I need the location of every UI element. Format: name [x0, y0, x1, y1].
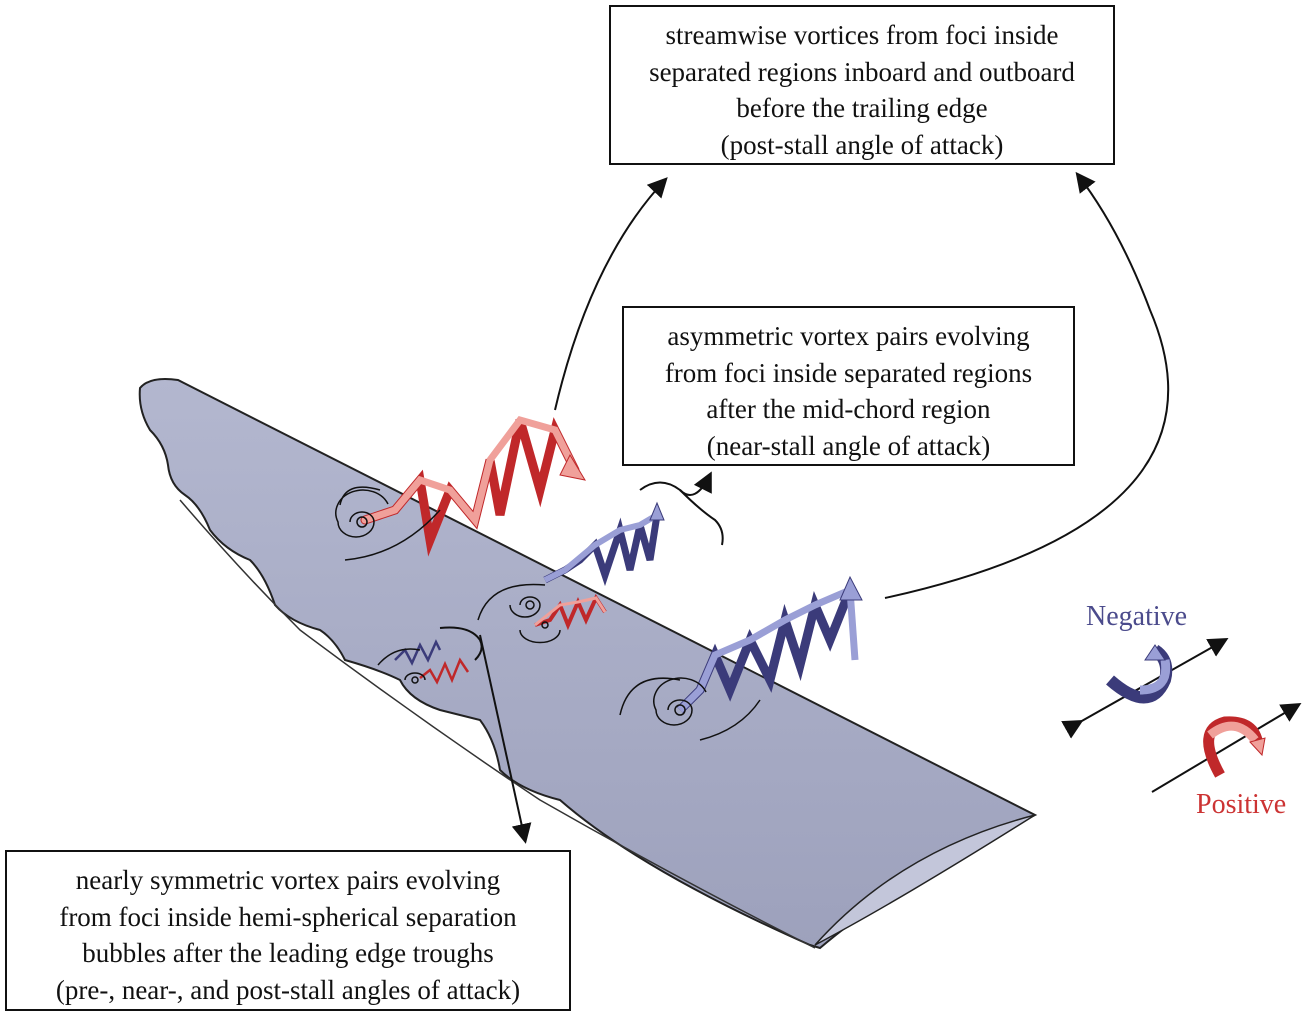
callout-box-leading-edge: nearly symmetric vortex pairs evolving f…: [5, 850, 571, 1011]
callout-line: (post-stall angle of attack): [720, 129, 1004, 160]
callout-line: nearly symmetric vortex pairs evolving: [75, 865, 501, 895]
callout-line: after the mid-chord region: [706, 394, 991, 424]
callout-line: (pre-, near-, and post-stall angles of a…: [55, 974, 521, 1005]
foci-spirals: [335, 486, 761, 741]
legend-positive-label: Positive: [1196, 789, 1287, 820]
callout-line: asymmetric vortex pairs evolving: [667, 321, 1030, 351]
legend-negative-label: Negative: [1086, 601, 1188, 632]
callout-box-trailing-edge: streamwise vortices from foci inside sep…: [609, 5, 1115, 165]
wing-underside-edge: [179, 499, 816, 949]
callout-line: before the trailing edge: [736, 93, 988, 123]
wing-tip: [814, 814, 1036, 946]
negative-vortex-large: [676, 575, 863, 714]
callout-line: from foci inside hemi-spherical separati…: [59, 901, 517, 932]
callout-line: streamwise vortices from foci inside: [665, 20, 1059, 50]
callout-line: (near-stall angle of attack): [706, 430, 991, 461]
callout-line: from foci inside separated regions: [664, 357, 1033, 388]
callout-line: bubbles after the leading edge troughs: [82, 938, 494, 968]
legend-negative-symbol: [1061, 638, 1229, 739]
callout-arrows: [439, 171, 1170, 844]
positive-vortex-mid: [534, 593, 607, 631]
callout-box-mid-chord: asymmetric vortex pairs evolving from fo…: [622, 306, 1075, 466]
legend-positive-symbol: [1151, 702, 1302, 793]
positive-vortex-large: [360, 415, 587, 557]
negative-vortex-mid: [543, 501, 665, 587]
callout-line: separated regions inboard and outboard: [649, 56, 1075, 87]
